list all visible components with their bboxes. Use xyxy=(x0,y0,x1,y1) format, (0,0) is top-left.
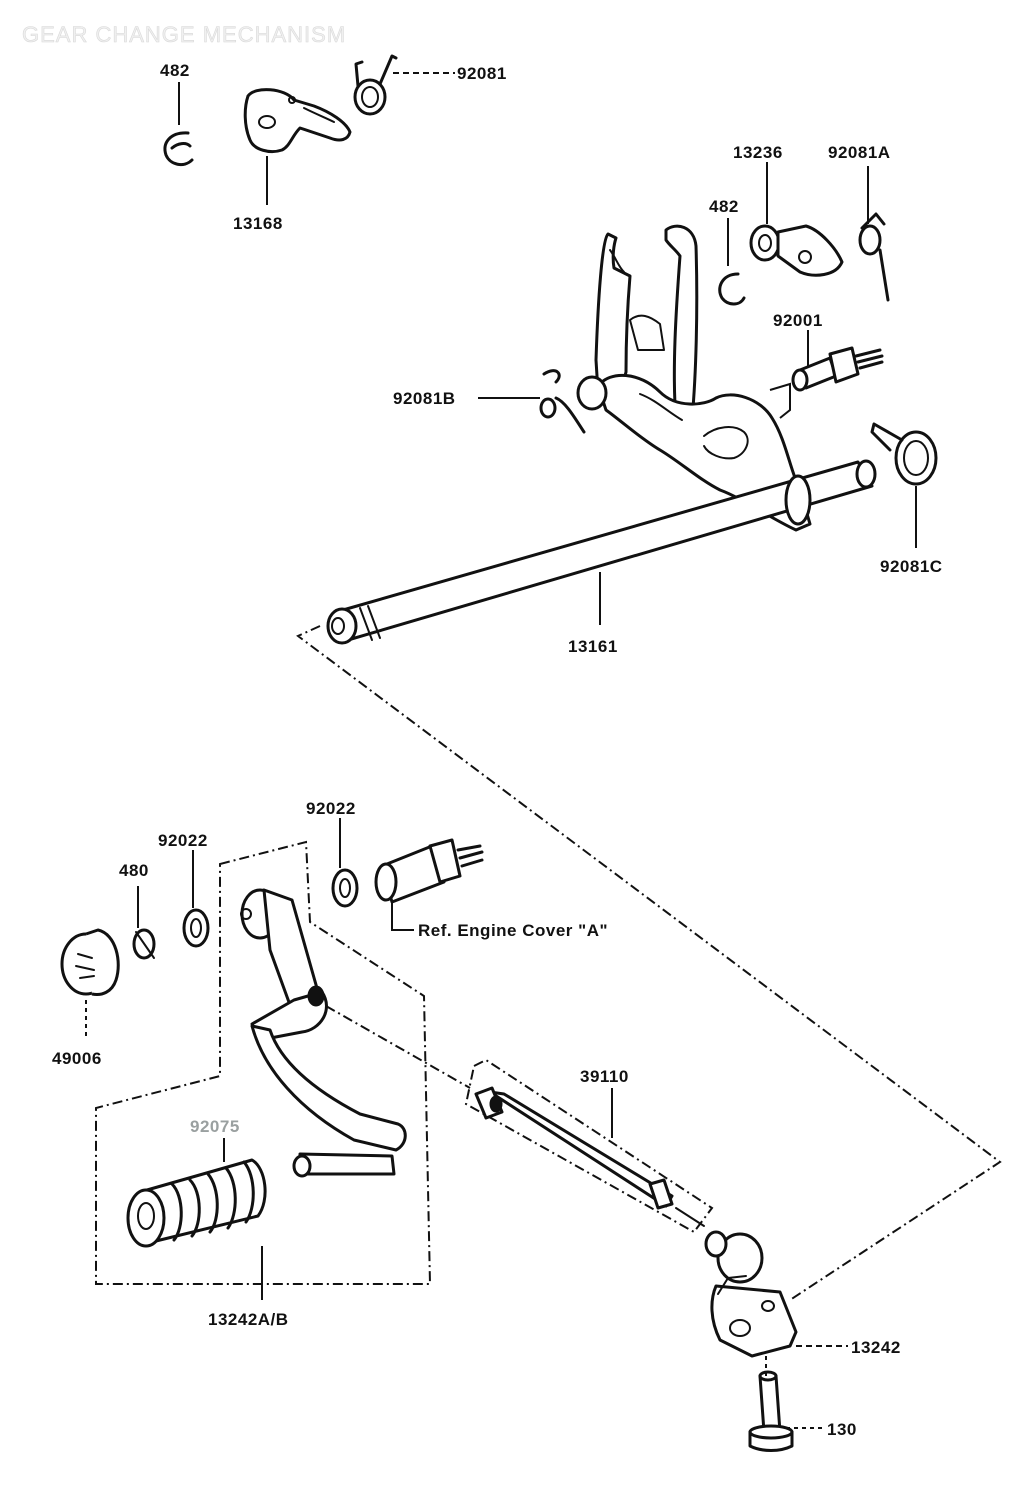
circlip-480 xyxy=(132,928,156,960)
diagram-title: GEAR CHANGE MECHANISM xyxy=(22,22,346,47)
circlip-482-right xyxy=(718,272,746,306)
part-label-13242AB: 13242A/B xyxy=(208,1310,289,1329)
part-label-130: 130 xyxy=(827,1420,857,1439)
part-label-39110: 39110 xyxy=(580,1067,629,1086)
circlip-482-top xyxy=(163,131,194,167)
part-label-92001: 92001 xyxy=(773,311,823,330)
part-label-92081: 92081 xyxy=(457,64,507,83)
part-label-92081C: 92081C xyxy=(880,557,943,576)
bolt-92001 xyxy=(791,346,884,392)
washer-92022-lower xyxy=(182,908,210,948)
lever-13236 xyxy=(749,224,844,277)
pedal-rubber-92075 xyxy=(126,1158,267,1248)
part-label-92081B: 92081B xyxy=(393,389,456,408)
tie-rod-boundary xyxy=(464,1058,714,1234)
tie-rod-39110 xyxy=(474,1086,705,1227)
assembly-line-shaft-to-linkage xyxy=(296,625,1002,1301)
part-label-13161: 13161 xyxy=(568,637,618,656)
washer-92022-upper xyxy=(331,868,359,908)
spring-92081B xyxy=(539,369,586,434)
part-label-92075: 92075 xyxy=(190,1117,240,1136)
engine-cover-bolt xyxy=(374,838,484,904)
pedal-group-boundary xyxy=(95,840,432,1285)
part-label-13236: 13236 xyxy=(733,143,783,162)
part-label-13168: 13168 xyxy=(233,214,283,233)
part-label-482-right: 482 xyxy=(709,197,739,216)
lever-plate-13168 xyxy=(243,88,352,154)
part-label-13242: 13242 xyxy=(851,1338,901,1357)
part-label-49006: 49006 xyxy=(52,1049,102,1068)
part-label-92022-lower: 92022 xyxy=(158,831,208,850)
part-label-482-top: 482 xyxy=(160,61,190,80)
part-label-92081A: 92081A xyxy=(828,143,891,162)
part-label-92022-upper: 92022 xyxy=(306,799,356,818)
spring-92081A xyxy=(858,212,890,302)
gear-change-pedal xyxy=(240,888,407,1178)
cap-49006 xyxy=(60,928,120,996)
shift-lever-13242 xyxy=(704,1230,798,1358)
spring-92081 xyxy=(353,54,398,116)
spring-92081C xyxy=(870,422,938,486)
bolt-130 xyxy=(748,1370,794,1452)
ref-engine-cover-label: Ref. Engine Cover "A" xyxy=(418,921,608,940)
shift-shaft-13161 xyxy=(326,459,877,645)
part-label-480: 480 xyxy=(119,861,149,880)
